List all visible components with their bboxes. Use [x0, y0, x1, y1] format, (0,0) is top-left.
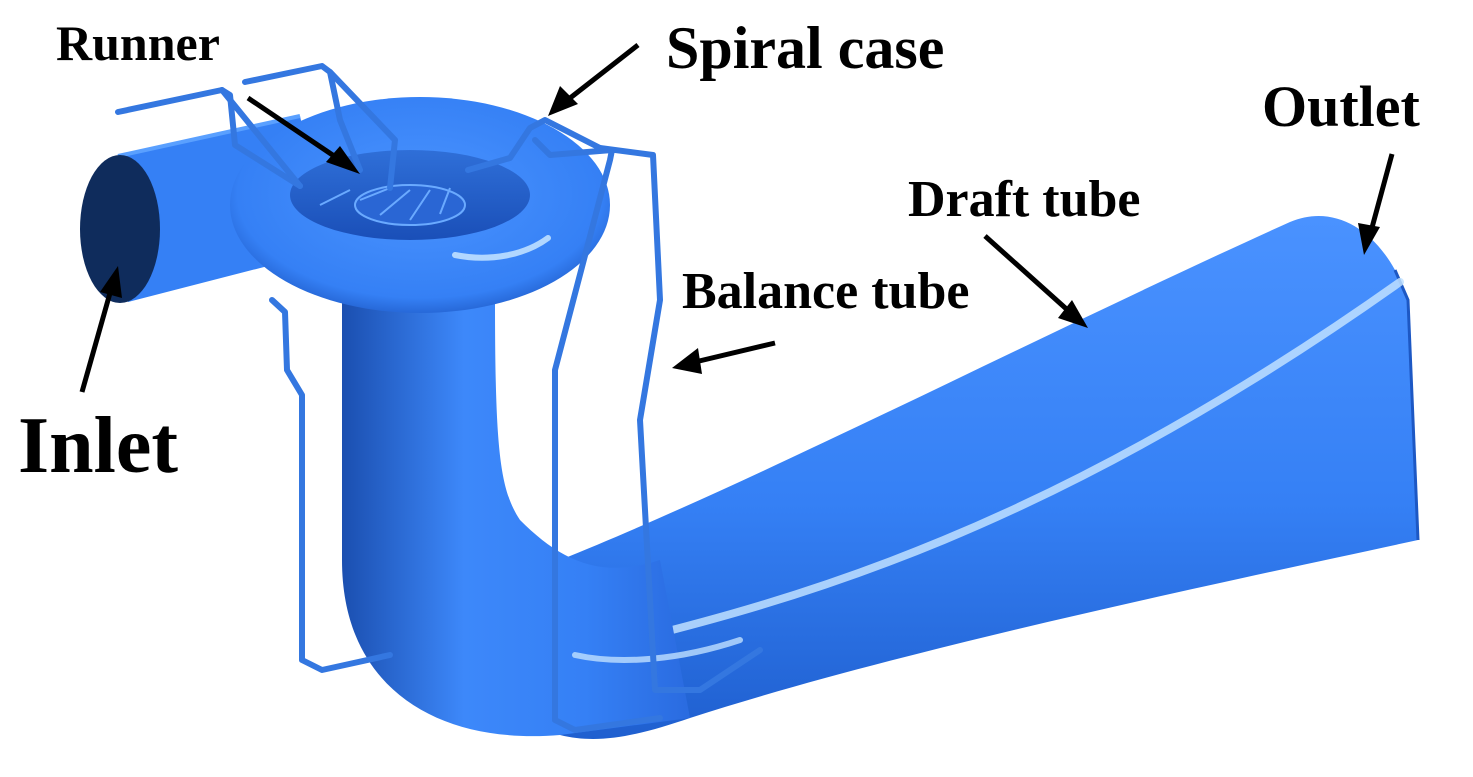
balance-tube-1: [115, 87, 303, 189]
label-inlet: Inlet: [18, 402, 178, 490]
label-runner: Runner: [56, 15, 220, 71]
arrow-draft-tube: [983, 234, 1088, 328]
arrow-outlet: [1358, 153, 1395, 255]
runner-blades: [319, 187, 451, 221]
arrow-balance-tube: [672, 340, 776, 374]
runner-hub: [354, 184, 466, 226]
label-draft-tube: Draft tube: [908, 171, 1141, 228]
draft-tube-highlight: [596, 278, 1404, 652]
label-outlet: Outlet: [1262, 74, 1420, 139]
arrow-spiral-case: [548, 43, 640, 116]
draft-tube: [560, 215, 1418, 739]
label-balance-tube: Balance tube: [682, 263, 970, 320]
balance-tube-left: [269, 297, 393, 673]
balance-tubes: [115, 63, 763, 733]
callout-arrows: [79, 43, 1395, 393]
balance-tube-3: [327, 69, 398, 191]
label-spiral-case: Spiral case: [666, 15, 945, 81]
balance-tube-4: [219, 87, 303, 189]
balance-tube-right-1: [532, 137, 663, 733]
balance-tube-right-2: [597, 145, 763, 693]
spiral-case-highlight: [452, 235, 551, 261]
elbow-pipe: [342, 300, 690, 737]
arrow-inlet: [79, 266, 122, 393]
inlet-face: [80, 155, 160, 303]
inlet-pipe-top-edge: [117, 114, 301, 158]
arrow-runner: [246, 95, 360, 174]
balance-tube-rim: [465, 117, 603, 173]
